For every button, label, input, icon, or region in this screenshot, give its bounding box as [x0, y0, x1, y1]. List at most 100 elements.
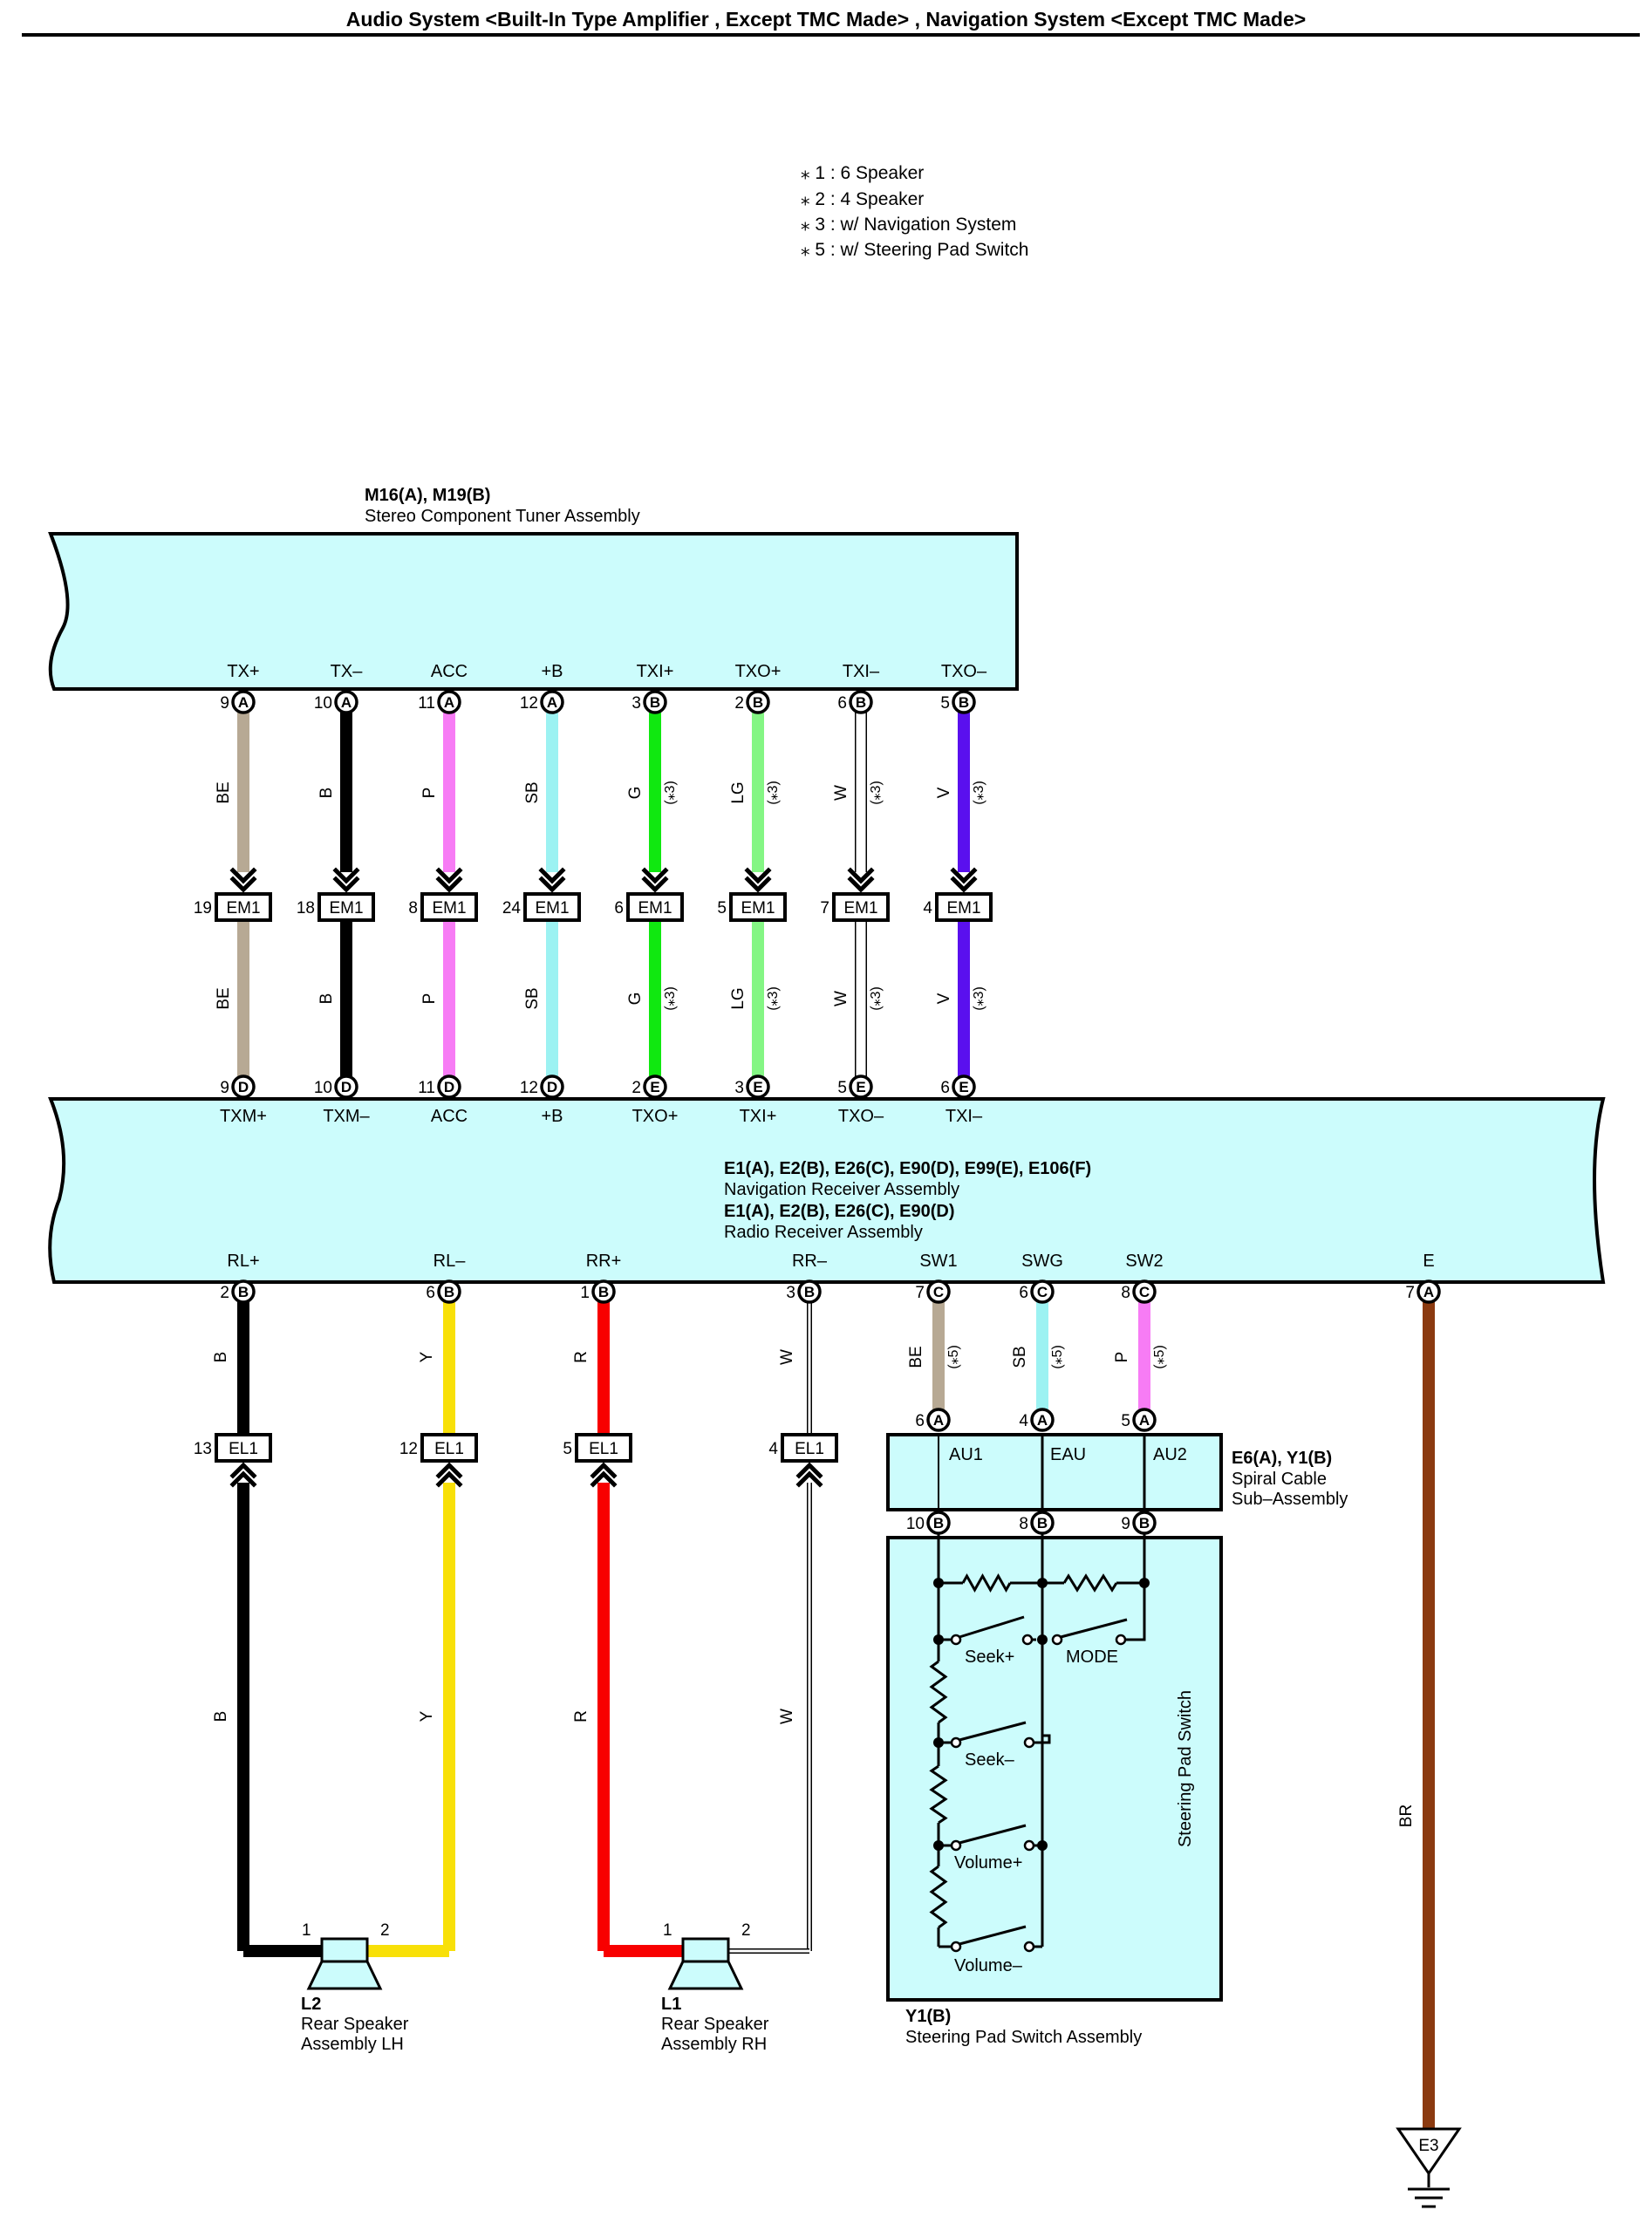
tuner-id: M16(A), M19(B) [365, 486, 490, 505]
pin-number: 2 [734, 694, 744, 713]
circuit-trace [959, 1824, 1027, 1845]
connector-pin-circle [231, 690, 256, 714]
pin-number: 5 [837, 1079, 847, 1097]
connector-pin-circle [437, 690, 461, 714]
speaker-name-line1: Rear Speaker [661, 2015, 769, 2034]
connector-code: E [753, 1079, 762, 1095]
wire-color-code: P [420, 993, 439, 1005]
wire-color-code: LG [729, 781, 747, 803]
pin-number: 9 [1121, 1515, 1130, 1533]
connector-pin-circle [1416, 1279, 1441, 1304]
receiver-pin-label: E [1423, 1252, 1434, 1271]
tuner-pin-label: TXO– [941, 662, 987, 681]
receiver-pin-label: TXI+ [740, 1107, 777, 1126]
receiver-pin-label: TXM+ [220, 1107, 267, 1126]
connector-chevron [795, 1462, 823, 1479]
tuner-pin-label: +B [541, 662, 563, 681]
connector-chevron [847, 867, 875, 884]
tuner-name: Stereo Component Tuner Assembly [365, 507, 640, 526]
switch-label-mode: MODE [1066, 1648, 1118, 1667]
wire-option-note: (⁎3) [869, 781, 884, 805]
receiver-id-radio: E1(A), E2(B), E26(C), E90(D) [724, 1202, 955, 1221]
connector-code: C [933, 1284, 944, 1300]
connector-pin-circle [334, 1074, 358, 1099]
pin-number: 11 [418, 1079, 435, 1097]
switch-contact [950, 1941, 962, 1953]
wire-color-code: R [572, 1351, 590, 1363]
connector-chevron [332, 876, 360, 893]
connector-chevron [641, 876, 669, 893]
wire-color-code: P [1113, 1352, 1131, 1363]
wire-color-code: R [572, 1710, 590, 1723]
junction-connector-box [317, 892, 375, 922]
junction-connector-label: EL1 [434, 1440, 464, 1458]
switch-contact [1023, 1736, 1035, 1749]
receiver-pin-label: RL+ [227, 1252, 259, 1271]
connector-pin-circle [797, 1279, 822, 1304]
connector-pin-circle [1030, 1279, 1055, 1304]
connector-pin-circle [926, 1511, 951, 1535]
junction-connector-label: EM1 [843, 899, 877, 918]
connector-pin-circle [1030, 1408, 1055, 1432]
spiral-name-line2: Sub–Assembly [1232, 1490, 1348, 1509]
receiver-pin-label: RR– [792, 1252, 828, 1271]
wire-color-code: LG [729, 987, 747, 1009]
connector-pin-circle [231, 1074, 256, 1099]
connector-pin-circle [926, 1408, 951, 1432]
junction-pin-number: 7 [820, 899, 829, 918]
wire-color-code: BE [215, 781, 233, 803]
wire-option-note: (⁎3) [972, 781, 986, 805]
junction-connector-label: EM1 [946, 899, 980, 918]
connector-pin-circle [437, 1279, 461, 1304]
note-line: ⁎ 2 : 4 Speaker [801, 189, 924, 209]
speaker-magnet [320, 1937, 369, 1963]
wire-color-code: P [420, 788, 439, 799]
connector-code: A [238, 694, 249, 711]
pin-number: 6 [837, 694, 847, 713]
spiral-label-au1: AU1 [949, 1445, 983, 1464]
connector-code: A [1423, 1284, 1434, 1300]
connector-pin-circle [643, 1074, 667, 1099]
receiver-box [48, 1097, 1606, 1284]
spiral-id: E6(A), Y1(B) [1232, 1449, 1332, 1468]
connector-chevron [590, 1470, 618, 1488]
receiver-pin-label: RR+ [586, 1252, 622, 1271]
connector-pin-circle [540, 1074, 564, 1099]
pin-number: 3 [631, 694, 641, 713]
connector-code: E [856, 1079, 865, 1095]
tuner-pin-label: TXO+ [735, 662, 782, 681]
connector-code: E [650, 1079, 659, 1095]
receiver-pin-label: RL– [433, 1252, 467, 1271]
circuit-trace [961, 1572, 1012, 1593]
junction-connector-box [575, 1433, 632, 1463]
speaker-name-line1: Rear Speaker [301, 2015, 409, 2034]
tuner-pin-label: TXI– [843, 662, 880, 681]
speaker-pin1: 1 [302, 1921, 311, 1940]
connector-pin-circle [849, 1074, 873, 1099]
connector-pin-circle [231, 1279, 256, 1304]
circuit-trace [1125, 1583, 1146, 1641]
ground-triangle [1396, 2127, 1462, 2176]
receiver-pin-label: SW1 [919, 1252, 957, 1271]
connector-chevron [847, 876, 875, 893]
speaker-pin2: 2 [741, 1921, 751, 1940]
pin-number: 7 [1405, 1284, 1415, 1302]
junction-connector-box [935, 892, 993, 922]
junction-connector-label: EM1 [226, 899, 260, 918]
speaker-cone [306, 1960, 383, 1990]
tuner-pin-label: TX– [331, 662, 364, 681]
connector-chevron [229, 867, 257, 884]
wire-color-code: SB [1011, 1346, 1029, 1368]
tuner-pin-label: TX+ [227, 662, 259, 681]
wire-option-note: (⁎5) [1050, 1345, 1065, 1369]
connector-chevron [229, 1462, 257, 1479]
spiral-label-au2: AU2 [1153, 1445, 1187, 1464]
receiver-pin-label: TXO+ [632, 1107, 679, 1126]
receiver-pin-label: ACC [431, 1107, 468, 1126]
junction-pin-number: 5 [717, 899, 727, 918]
receiver-name-radio: Radio Receiver Assembly [724, 1223, 923, 1242]
circuit-trace [959, 1925, 1027, 1946]
pin-number: 4 [1019, 1412, 1028, 1430]
connector-chevron [435, 1470, 463, 1488]
wire-option-note: (⁎5) [1152, 1345, 1167, 1369]
